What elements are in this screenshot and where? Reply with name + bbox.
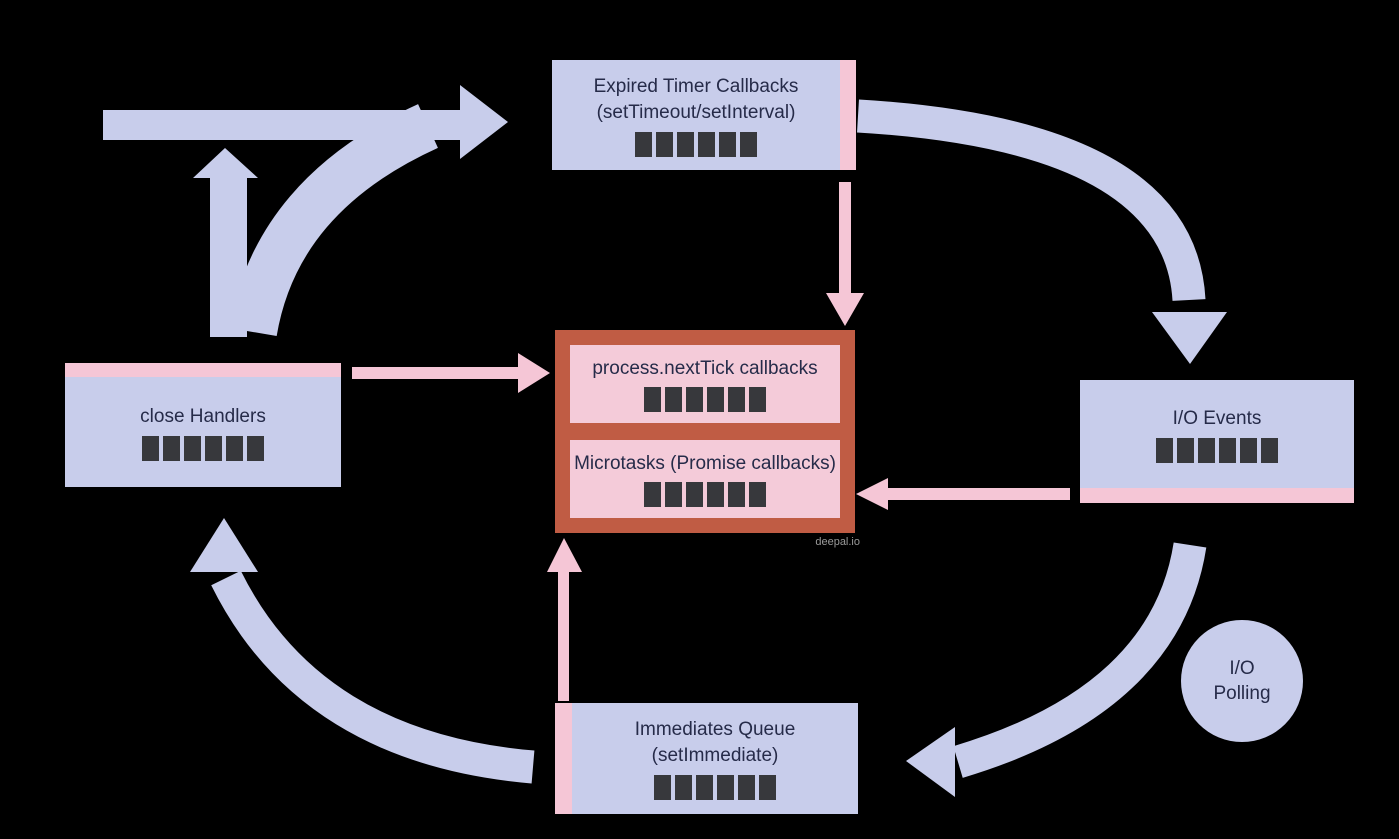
queue-slot	[184, 435, 201, 461]
queue-slot	[163, 435, 180, 461]
queue-slot	[1261, 437, 1278, 463]
microtasks-node: Microtasks (Promise callbacks)	[570, 440, 840, 518]
queue-slot	[1240, 437, 1257, 463]
queue-slot	[675, 775, 692, 800]
queue-slot	[142, 435, 159, 461]
process-nexttick-node: process.nextTick callbacks	[570, 345, 840, 423]
expired-timers-node: Expired Timer Callbacks (setTimeout/setI…	[552, 60, 856, 170]
queue-slots	[142, 435, 264, 461]
queue-slot	[205, 435, 222, 461]
io-events-label: I/O Events	[1172, 407, 1262, 429]
watermark: deepal.io	[815, 536, 860, 548]
close-handlers-node: close Handlers	[65, 363, 341, 487]
entry-arrow	[103, 85, 508, 159]
queue-slot	[728, 386, 745, 412]
queue-slot	[677, 131, 694, 157]
close-handlers-label: close Handlers	[140, 405, 266, 427]
io-to-immediates-curve	[953, 542, 1207, 778]
queue-slot	[749, 386, 766, 412]
pink-stripe	[555, 703, 572, 814]
immediates-to-microtasks-arrow	[547, 538, 582, 701]
queue-slot	[665, 481, 682, 507]
queue-slot	[728, 481, 745, 507]
queue-slot	[707, 481, 724, 507]
queue-slot	[1198, 437, 1215, 463]
queue-slots	[635, 131, 757, 157]
microtasks-label: Microtasks (Promise callbacks)	[574, 452, 836, 474]
io-polling-node: I/O Polling	[1181, 620, 1303, 742]
pink-stripe	[65, 363, 341, 377]
timers-to-nexttick-arrow	[826, 182, 864, 326]
queue-slot	[644, 386, 661, 412]
immediates-to-close-arrowhead	[190, 518, 258, 572]
io-to-microtasks-arrow	[856, 478, 1070, 510]
queue-slot	[654, 775, 671, 800]
timers-to-io-arrowhead	[1152, 312, 1227, 364]
queue-slot	[1177, 437, 1194, 463]
pink-stripe	[1080, 488, 1354, 503]
io-polling-label-line1: I/O	[1229, 658, 1255, 679]
queue-slot	[696, 775, 713, 800]
queue-slot	[635, 131, 652, 157]
timers-to-io-curve	[857, 99, 1206, 302]
microtask-group-box: process.nextTick callbacks Microtasks (P…	[555, 330, 855, 533]
expired-timers-label-line1: Expired Timer Callbacks	[593, 75, 799, 97]
queue-slot	[759, 775, 776, 800]
queue-slots	[654, 775, 776, 800]
queue-slot	[247, 435, 264, 461]
io-to-immediates-arrowhead	[906, 727, 955, 797]
queue-slot	[686, 386, 703, 412]
process-nexttick-label: process.nextTick callbacks	[592, 357, 818, 379]
queue-slot	[717, 775, 734, 800]
immediates-queue-label-line2: (setImmediate)	[651, 745, 779, 766]
io-polling-label-line2: Polling	[1213, 683, 1271, 704]
queue-slots	[1156, 437, 1278, 463]
expired-timers-label-line2: (setTimeout/setInterval)	[596, 101, 796, 123]
queue-slot	[665, 386, 682, 412]
immediates-queue-label-line1: Immediates Queue	[634, 719, 796, 740]
queue-slot	[686, 481, 703, 507]
immediates-queue-node: Immediates Queue (setImmediate)	[555, 703, 858, 814]
queue-slot	[740, 131, 757, 157]
queue-slot	[749, 481, 766, 507]
queue-slot	[738, 775, 755, 800]
queue-slot	[1156, 437, 1173, 463]
queue-slots	[644, 481, 766, 507]
queue-slot	[719, 131, 736, 157]
queue-slots	[644, 386, 766, 412]
close-to-timers-curve	[229, 104, 439, 337]
queue-slot	[707, 386, 724, 412]
queue-slot	[1219, 437, 1236, 463]
immediates-to-close-curve	[211, 570, 535, 784]
queue-slot	[226, 435, 243, 461]
queue-slot	[698, 131, 715, 157]
pink-stripe	[840, 60, 856, 170]
io-events-node: I/O Events	[1080, 380, 1354, 503]
close-to-nexttick-arrow	[352, 353, 550, 393]
queue-slot	[644, 481, 661, 507]
queue-slot	[656, 131, 673, 157]
